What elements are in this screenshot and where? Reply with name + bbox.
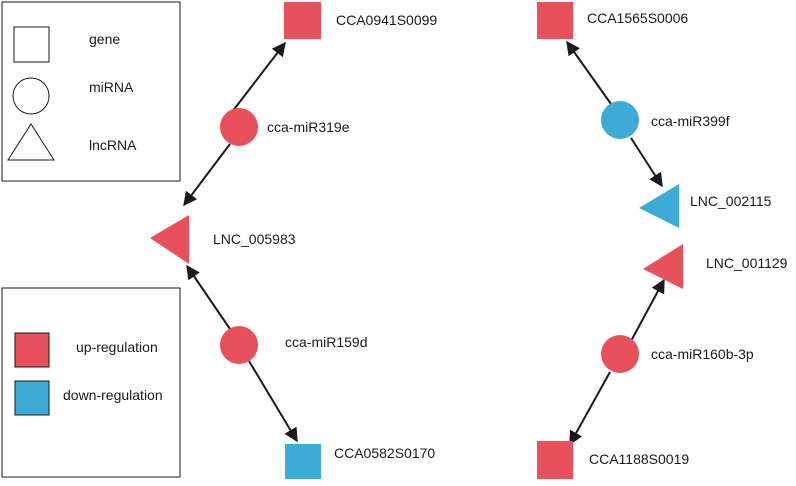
legend-up-label: up-regulation: [76, 339, 158, 355]
edge-mir159d-to-lnc005983: [186, 264, 231, 330]
edge-mir160b-to-cca1188: [569, 371, 611, 446]
edge-mir319e-to-cca0941: [231, 41, 286, 113]
label-lnc-001129: LNC_001129: [706, 255, 788, 271]
gene-node-cca1565s0006: [537, 2, 573, 39]
label-cca1188s0019: CCA1188S0019: [589, 451, 689, 467]
lncrna-legend-triangle-icon: [7, 123, 55, 161]
gene-node-cca0582s0170: [285, 444, 321, 479]
label-cca-mir159d: cca-miR159d: [285, 334, 367, 350]
gene-node-cca0941s0099: [284, 2, 321, 39]
label-cca0941s0099: CCA0941S0099: [336, 12, 437, 28]
up-regulation-swatch: [14, 332, 50, 368]
label-cca0582s0170: CCA0582S0170: [334, 445, 435, 461]
gene-legend-square-icon: [13, 26, 50, 63]
lncrna-node-lnc-001129: [643, 244, 683, 289]
shape-legend: gene miRNA lncRNA: [1, 1, 181, 182]
label-cca-mir399f: cca-miR399f: [651, 113, 730, 129]
legend-mirna-label: miRNA: [89, 79, 134, 95]
lncrna-node-lnc-002115: [639, 184, 679, 228]
label-lnc-005983: LNC_005983: [213, 231, 296, 247]
edge-mir159d-to-cca0582: [248, 360, 298, 443]
legend-gene-label: gene: [89, 31, 120, 47]
label-lnc-002115: LNC_002115: [690, 193, 772, 209]
mirna-node-cca-mir160b-3p: [601, 335, 639, 373]
node-labels: CCA0941S0099 cca-miR319e LNC_005983 cca-…: [213, 10, 788, 467]
regulation-legend-box: [1, 287, 181, 478]
legend-down-label: down-regulation: [63, 387, 163, 403]
lncrna-node-lnc-005983: [150, 215, 189, 264]
mirna-node-cca-mir399f: [601, 101, 639, 139]
mirna-legend-circle-icon: [12, 77, 50, 115]
edge-mir399f-to-lnc002115: [630, 137, 663, 188]
label-cca-mir319e: cca-miR319e: [267, 119, 350, 135]
down-regulation-swatch: [14, 380, 50, 416]
edge-mir160b-to-lnc001129: [630, 278, 665, 342]
nodes: [150, 2, 683, 479]
regulation-legend: up-regulation down-regulation: [1, 287, 181, 478]
shape-legend-box: [1, 1, 181, 182]
edges: [183, 40, 665, 446]
edge-mir319e-to-lnc005983: [183, 143, 231, 207]
label-cca-mir160b-3p: cca-miR160b-3p: [651, 346, 754, 362]
mirna-node-cca-mir159d: [220, 326, 258, 364]
gene-node-cca1188s0019: [537, 441, 573, 479]
mirna-node-cca-mir319e: [220, 108, 258, 146]
legend-lncrna-label: lncRNA: [89, 137, 137, 153]
label-cca1565s0006: CCA1565S0006: [587, 10, 688, 26]
edge-mir399f-to-cca1565: [566, 40, 612, 105]
